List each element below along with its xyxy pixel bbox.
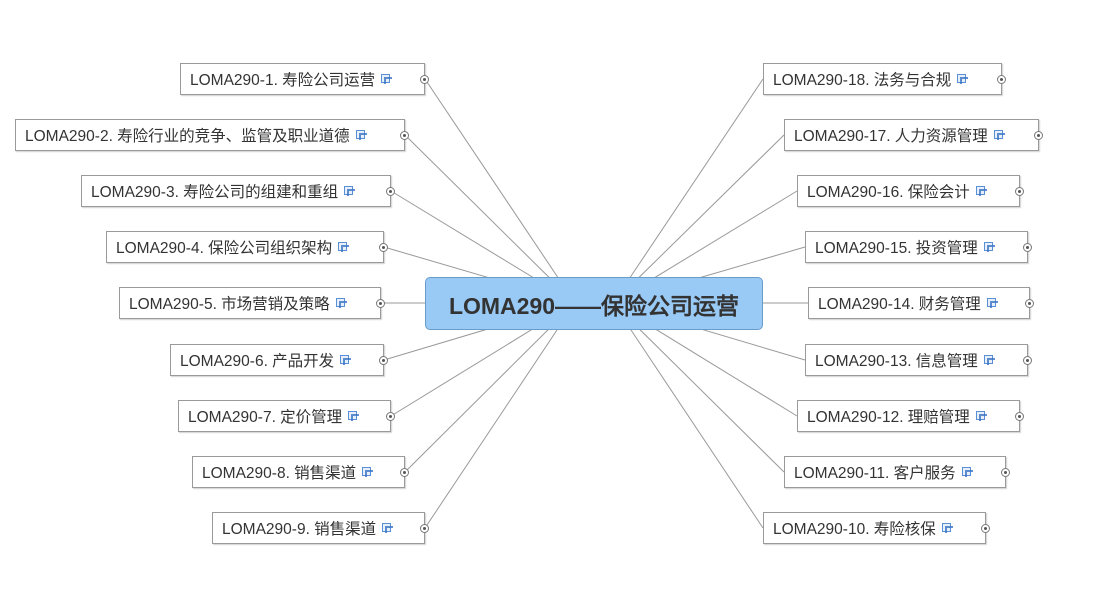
- expand-toggle-icon[interactable]: [420, 75, 429, 84]
- note-icon[interactable]: [961, 467, 974, 477]
- note-icon[interactable]: [983, 242, 996, 252]
- expand-toggle-icon[interactable]: [981, 524, 990, 533]
- topic-label: LOMA290-9. 销售渠道: [222, 521, 377, 538]
- topic-node-loma290-11[interactable]: LOMA290-11. 客户服务: [784, 456, 1010, 488]
- central-topic-label: LOMA290——保险公司运营: [448, 292, 740, 319]
- expand-toggle-icon[interactable]: [400, 468, 409, 477]
- note-icon[interactable]: [993, 130, 1006, 140]
- connector-line: [612, 302, 785, 473]
- expand-toggle-icon[interactable]: [379, 356, 388, 365]
- note-icon[interactable]: [975, 186, 988, 196]
- topic-label: LOMA290-3. 寿险公司的组建和重组: [91, 184, 339, 201]
- expand-toggle-icon[interactable]: [1015, 187, 1024, 196]
- topic-node-loma290-2[interactable]: LOMA290-2. 寿险行业的竞争、监管及职业道德: [15, 119, 409, 151]
- expand-toggle-icon[interactable]: [1023, 356, 1032, 365]
- topic-node-loma290-9[interactable]: LOMA290-9. 销售渠道: [212, 512, 429, 544]
- topic-label: LOMA290-4. 保险公司组织架构: [116, 240, 333, 257]
- note-icon[interactable]: [957, 74, 969, 84]
- connector-line: [404, 302, 576, 473]
- expand-toggle-icon[interactable]: [379, 243, 388, 252]
- expand-toggle-icon[interactable]: [376, 299, 385, 308]
- note-icon[interactable]: [344, 186, 356, 196]
- expand-toggle-icon[interactable]: [386, 187, 395, 196]
- topic-label: LOMA290-12. 理赔管理: [807, 409, 970, 426]
- topic-node-loma290-15[interactable]: LOMA290-15. 投资管理: [805, 231, 1032, 263]
- topic-label: LOMA290-6. 产品开发: [180, 353, 335, 370]
- topic-label: LOMA290-5. 市场营销及策略: [129, 296, 330, 313]
- topic-node-loma290-10[interactable]: LOMA290-10. 寿险核保: [763, 512, 990, 544]
- topic-label: LOMA290-17. 人力资源管理: [794, 128, 988, 145]
- note-icon[interactable]: [381, 74, 393, 84]
- expand-toggle-icon[interactable]: [1034, 131, 1043, 140]
- topic-node-loma290-8[interactable]: LOMA290-8. 销售渠道: [192, 456, 409, 488]
- note-icon[interactable]: [335, 298, 348, 308]
- note-icon[interactable]: [355, 130, 368, 140]
- topic-label: LOMA290-10. 寿险核保: [773, 521, 936, 538]
- topic-node-loma290-5[interactable]: LOMA290-5. 市场营销及策略: [119, 287, 385, 319]
- topic-node-loma290-4[interactable]: LOMA290-4. 保险公司组织架构: [106, 231, 388, 263]
- topic-label: LOMA290-15. 投资管理: [815, 240, 978, 257]
- topic-node-loma290-18[interactable]: LOMA290-18. 法务与合规: [763, 63, 1006, 95]
- topic-node-loma290-14[interactable]: LOMA290-14. 财务管理: [808, 287, 1034, 319]
- expand-toggle-icon[interactable]: [1001, 468, 1010, 477]
- topic-label: LOMA290-7. 定价管理: [188, 409, 343, 426]
- expand-toggle-icon[interactable]: [1023, 243, 1032, 252]
- note-icon[interactable]: [348, 411, 360, 421]
- topic-label: LOMA290-16. 保险会计: [807, 184, 970, 201]
- connector-line: [424, 302, 576, 529]
- topic-label: LOMA290-14. 财务管理: [818, 296, 981, 313]
- central-topic[interactable]: LOMA290——保险公司运营: [425, 277, 763, 330]
- note-icon[interactable]: [382, 523, 394, 533]
- topic-node-loma290-1[interactable]: LOMA290-1. 寿险公司运营: [180, 63, 429, 95]
- note-icon[interactable]: [975, 411, 988, 421]
- connector-line: [612, 302, 764, 529]
- note-icon[interactable]: [986, 298, 999, 308]
- expand-toggle-icon[interactable]: [420, 524, 429, 533]
- connector-line: [404, 134, 576, 304]
- topic-node-loma290-3[interactable]: LOMA290-3. 寿险公司的组建和重组: [81, 175, 395, 207]
- topic-label: LOMA290-8. 销售渠道: [202, 465, 357, 482]
- topic-node-loma290-6[interactable]: LOMA290-6. 产品开发: [170, 344, 388, 376]
- topic-label: LOMA290-13. 信息管理: [815, 353, 978, 370]
- expand-toggle-icon[interactable]: [386, 412, 395, 421]
- topic-node-loma290-17[interactable]: LOMA290-17. 人力资源管理: [784, 119, 1043, 151]
- note-icon[interactable]: [941, 523, 954, 533]
- topic-node-loma290-13[interactable]: LOMA290-13. 信息管理: [805, 344, 1032, 376]
- topic-label: LOMA290-18. 法务与合规: [773, 72, 952, 89]
- note-icon[interactable]: [983, 355, 996, 365]
- topic-node-loma290-16[interactable]: LOMA290-16. 保险会计: [797, 175, 1024, 207]
- expand-toggle-icon[interactable]: [1025, 299, 1034, 308]
- connector-line: [612, 134, 785, 304]
- expand-toggle-icon[interactable]: [997, 75, 1006, 84]
- topic-node-loma290-12[interactable]: LOMA290-12. 理赔管理: [797, 400, 1024, 432]
- expand-toggle-icon[interactable]: [400, 131, 409, 140]
- connector-line: [612, 78, 764, 304]
- expand-toggle-icon[interactable]: [1015, 412, 1024, 421]
- note-icon[interactable]: [340, 355, 352, 365]
- topic-label: LOMA290-11. 客户服务: [794, 465, 956, 482]
- connector-line: [424, 78, 576, 304]
- topic-label: LOMA290-2. 寿险行业的竞争、监管及职业道德: [25, 128, 350, 145]
- note-icon[interactable]: [338, 242, 350, 252]
- topic-node-loma290-7[interactable]: LOMA290-7. 定价管理: [178, 400, 395, 432]
- topic-label: LOMA290-1. 寿险公司运营: [190, 72, 376, 89]
- note-icon[interactable]: [362, 467, 374, 477]
